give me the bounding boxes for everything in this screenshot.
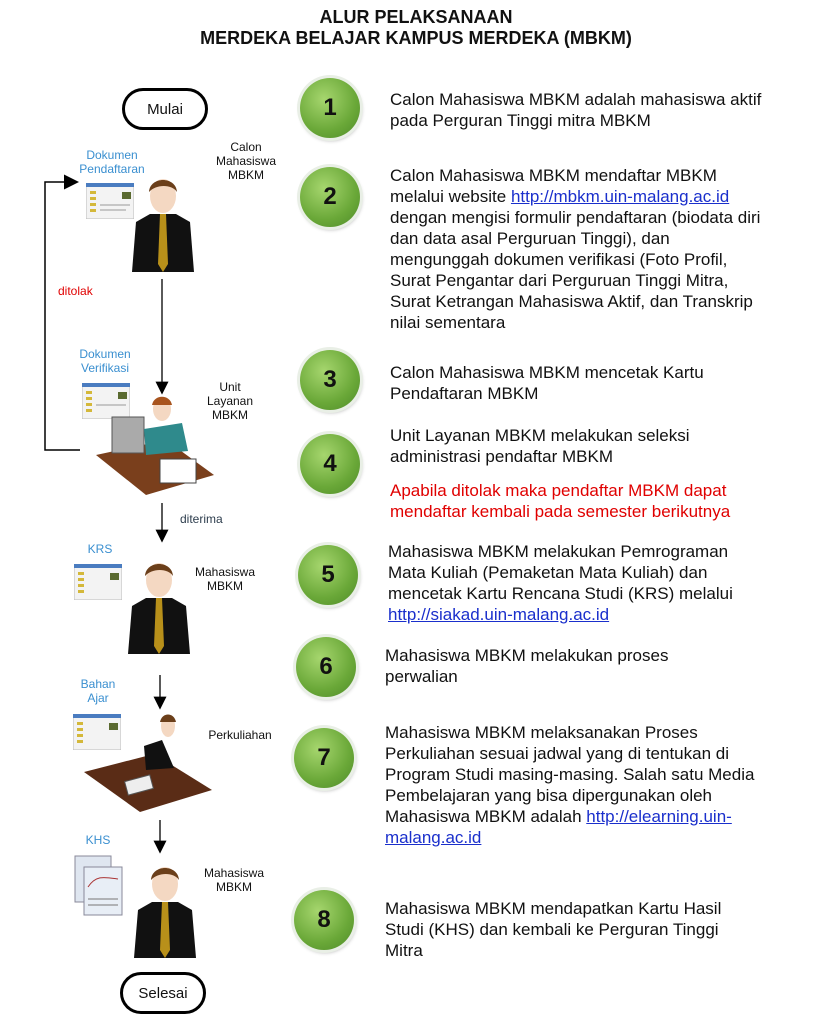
actor-unit-label: Unit Layanan MBKM — [206, 380, 254, 422]
title-line-2: MERDEKA BELAJAR KAMPUS MERDEKA (MBKM) — [200, 28, 632, 48]
student-figure — [134, 867, 196, 958]
step-2-badge: 2 — [300, 167, 360, 227]
step-7-text: Mahasiswa MBKM melaksanakan Proses Perku… — [385, 722, 765, 848]
krs-label: KRS — [87, 542, 113, 556]
candidate-student-figure — [132, 179, 194, 272]
step-8-text: Mahasiswa MBKM mendapatkan Kartu Hasil S… — [385, 899, 722, 960]
rejected-label: ditolak — [58, 284, 93, 298]
step-6-text: Mahasiswa MBKM melakukan proses perwalia… — [385, 646, 669, 686]
rejected-loop-arrow — [44, 174, 80, 451]
teaching-material-label: Bahan Ajar — [80, 677, 116, 705]
actor-candidate-label: Calon Mahasiswa MBKM — [215, 140, 277, 182]
step-7-badge: 7 — [294, 728, 354, 788]
step-3-text: Calon Mahasiswa MBKM mencetak Kartu Pend… — [390, 363, 704, 403]
document-form-icon — [73, 714, 121, 750]
khs-label: KHS — [85, 833, 111, 847]
elearning-link[interactable]: http://elearning.uin-malang.ac.id — [385, 807, 732, 847]
siakad-link[interactable]: http://siakad.uin-malang.ac.id — [388, 605, 610, 624]
end-terminal: Selesai — [120, 972, 206, 1014]
step-4-rejection-note: Apabila ditolak maka pendaftar MBKM dapa… — [390, 481, 731, 521]
step-1-badge: 1 — [300, 78, 360, 138]
start-terminal: Mulai — [122, 88, 208, 130]
step-4-badge: 4 — [300, 434, 360, 494]
doc-registration-label: Dokumen Pendaftaran — [79, 148, 145, 176]
document-form-icon — [74, 564, 122, 600]
accepted-label: diterima — [180, 512, 223, 526]
step-2-pre: Calon Mahasiswa MBKM mendaftar MBKM mela… — [390, 166, 717, 206]
document-form-icon — [86, 183, 134, 219]
step-3-badge: 3 — [300, 350, 360, 410]
step-2-text: Calon Mahasiswa MBKM mendaftar MBKM mela… — [390, 165, 770, 333]
actor-student-label-2: Mahasiswa MBKM — [204, 866, 265, 894]
step-5-text: Mahasiswa MBKM melakukan Pemrograman Mat… — [388, 541, 768, 625]
report-documents-icon — [74, 855, 123, 916]
page-title: ALUR PELAKSANAAN MERDEKA BELAJAR KAMPUS … — [0, 7, 832, 49]
actor-lecture-label: Perkuliahan — [208, 728, 272, 742]
step-5-pre: Mahasiswa MBKM melakukan Pemrograman Mat… — [388, 542, 733, 603]
flow-connectors — [44, 174, 169, 854]
step-5-badge: 5 — [298, 545, 358, 605]
lecture-figure — [84, 714, 212, 812]
actor-student-label: Mahasiswa MBKM — [194, 565, 256, 593]
mbkm-website-link[interactable]: http://mbkm.uin-malang.ac.id — [510, 187, 730, 206]
step-8-badge: 8 — [294, 890, 354, 950]
step-6-badge: 6 — [296, 637, 356, 697]
step-2-post: dengan mengisi formulir pendaftaran (bio… — [390, 208, 761, 332]
step-4-text: Unit Layanan MBKM melakukan seleksi admi… — [390, 426, 690, 466]
step-7-pre: Mahasiswa MBKM melaksanakan Proses Perku… — [385, 723, 755, 826]
document-form-icon — [82, 383, 130, 419]
doc-verification-label: Dokumen Verifikasi — [79, 347, 131, 375]
student-figure — [128, 563, 190, 654]
title-line-1: ALUR PELAKSANAAN — [319, 7, 513, 27]
step-1-text: Calon Mahasiswa MBKM adalah mahasiswa ak… — [390, 90, 762, 130]
service-unit-figure — [96, 396, 214, 495]
